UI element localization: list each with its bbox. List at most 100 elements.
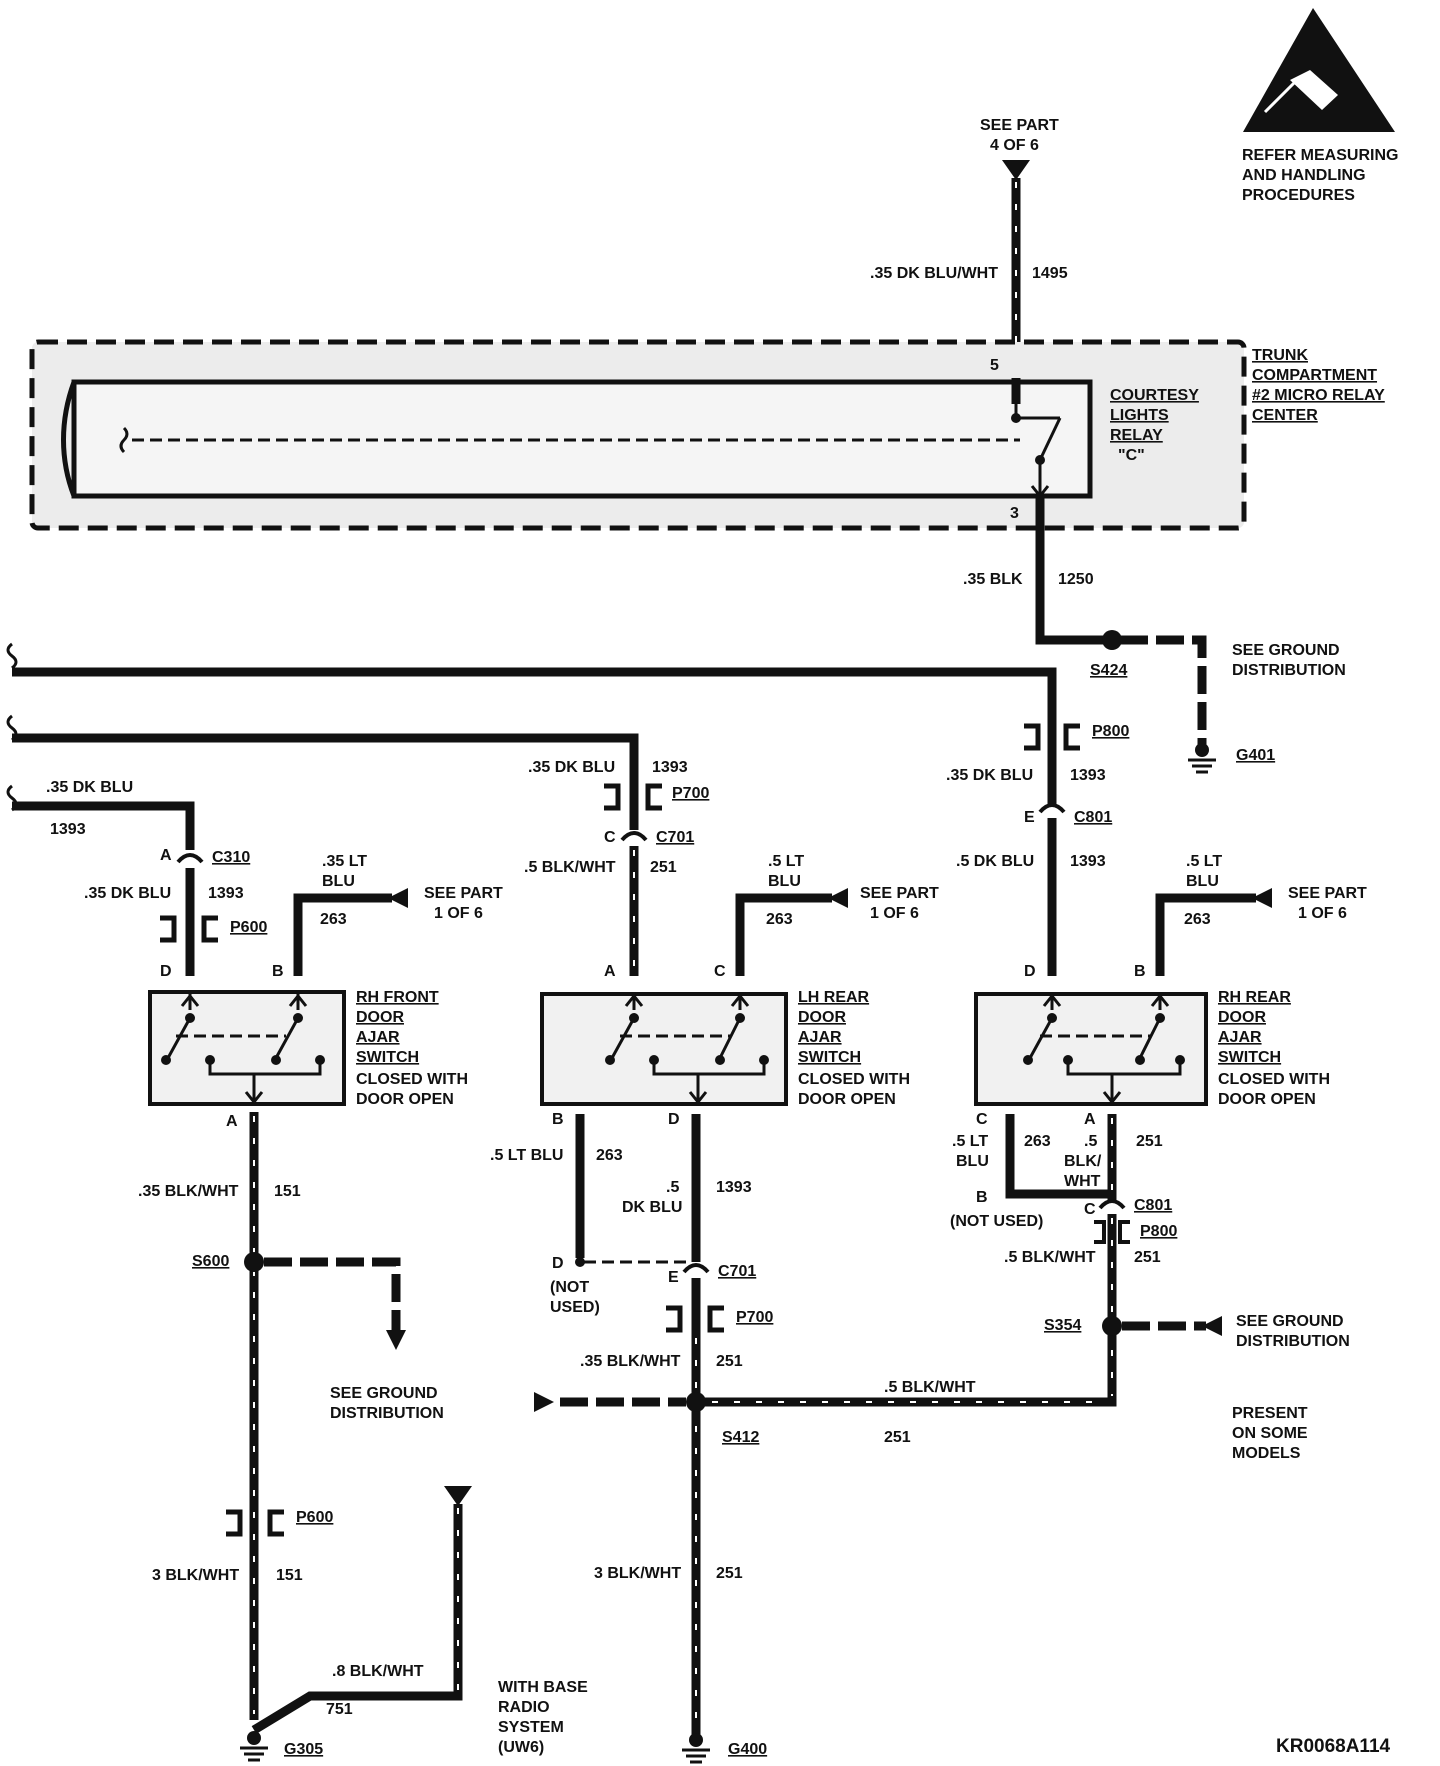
c701-d-pin: D (552, 1255, 564, 1272)
mid-feed-gauge-1: .5 LT (768, 853, 804, 870)
break-mark-icon (6, 642, 18, 670)
present-note-3: MODELS (1232, 1445, 1301, 1462)
radio-note-1: WITH BASE (498, 1679, 588, 1696)
top-see-part-1: SEE PART (980, 117, 1059, 134)
left-see-part-arrow-icon (388, 888, 408, 908)
right-wire-upper-gauge: .35 DK BLU (946, 767, 1033, 784)
rh-rear-title-3: AJAR (1218, 1029, 1262, 1046)
c701-e-label: C701 (718, 1263, 756, 1280)
c701-d-note-1: (NOT (550, 1279, 589, 1296)
esd-note-line-3: PROCEDURES (1242, 187, 1355, 204)
connector-c801-top (1038, 803, 1066, 814)
c310-pin: A (160, 847, 172, 864)
lh-rear-title-2: DOOR (798, 1009, 846, 1026)
lh-rear-title-3: AJAR (798, 1029, 842, 1046)
right-wire-upper-circuit: 1393 (1070, 767, 1106, 784)
right-see-part-2: 1 OF 6 (1298, 905, 1347, 922)
mid-out-left-pin: B (552, 1111, 564, 1128)
radio-note-2: RADIO (498, 1699, 550, 1716)
p700-bottom-label: P700 (736, 1309, 773, 1326)
left-feed-gauge-1: .35 LT (322, 853, 367, 870)
c701-e-pin: E (668, 1269, 679, 1286)
rh-front-note-2: DOOR OPEN (356, 1091, 454, 1108)
mid-see-part-2: 1 OF 6 (870, 905, 919, 922)
mid-out-right-gauge-1: .5 (666, 1179, 679, 1196)
c801-c-pin: C (1084, 1201, 1096, 1218)
mid-out-right-pin: D (668, 1111, 680, 1128)
wire-1250-circuit: 1250 (1058, 571, 1094, 588)
c801-b-note: (NOT USED) (950, 1213, 1043, 1230)
p600-top-label: P600 (230, 919, 267, 936)
wire-1495-gauge: .35 DK BLU/WHT (870, 265, 998, 282)
mid-feed-263 (735, 893, 832, 976)
s354-arrow-icon (1202, 1316, 1222, 1336)
c801-top-pin: E (1024, 809, 1035, 826)
right-out-left-circuit: 263 (1024, 1133, 1051, 1150)
p700-top-label: P700 (672, 785, 709, 802)
mid-out-left-circuit: 263 (596, 1147, 623, 1164)
s412-arrow-icon (534, 1392, 554, 1412)
rh-front-title-3: AJAR (356, 1029, 400, 1046)
mid-wire-251-b-gauge: 3 BLK/WHT (594, 1565, 681, 1582)
mid-wire-top-circuit: 1393 (652, 759, 688, 776)
rh-front-switch-contacts (161, 992, 325, 1105)
left-wire-mid-gauge: .35 DK BLU (84, 885, 171, 902)
relay-title-1: COURTESY (1110, 387, 1199, 404)
mid-wire-mid-circuit: 251 (650, 859, 677, 876)
c801-top-label: C801 (1074, 809, 1112, 826)
right-see-part-1: SEE PART (1288, 885, 1367, 902)
mid-pin-c: C (714, 963, 726, 980)
left-pin-b: B (272, 963, 284, 980)
splice-s424 (1102, 630, 1122, 650)
feed-wire-middle-column (12, 733, 639, 780)
rh-rear-title-2: DOOR (1218, 1009, 1266, 1026)
relay-center-title-4: CENTER (1252, 407, 1318, 424)
right-out-left-gauge-1: .5 LT (952, 1133, 988, 1150)
splice-s412-label: S412 (722, 1429, 759, 1446)
mid-wire-top-gauge: .35 DK BLU (528, 759, 615, 776)
mid-see-part-arrow-icon (828, 888, 848, 908)
rh-front-title-1: RH FRONT (356, 989, 439, 1006)
c801-b-pin: B (976, 1189, 988, 1206)
c310-label: C310 (212, 849, 250, 866)
rh-rear-note-2: DOOR OPEN (1218, 1091, 1316, 1108)
s600-ground-ref-1: SEE GROUND (330, 1385, 438, 1402)
esd-note-line-2: AND HANDLING (1242, 167, 1366, 184)
ground-icon (1188, 743, 1216, 774)
s600-arrow-icon (386, 1330, 406, 1350)
rh-front-title-2: DOOR (356, 1009, 404, 1026)
radio-wire-751 (251, 1504, 463, 1734)
right-wire-251-gauge: .5 BLK/WHT (1004, 1249, 1096, 1266)
ground-ref-1-line-2: DISTRIBUTION (1232, 662, 1346, 679)
left-feed-gauge-2: BLU (322, 873, 355, 890)
mid-pin-a: A (604, 963, 616, 980)
radio-wire-gauge: .8 BLK/WHT (332, 1663, 424, 1680)
p800-bottom-label: P800 (1140, 1223, 1177, 1240)
lh-rear-title-1: LH REAR (798, 989, 870, 1006)
mid-wire-251-a-circuit: 251 (716, 1353, 743, 1370)
relay-title-2: LIGHTS (1110, 407, 1169, 424)
right-pin-b: B (1134, 963, 1146, 980)
splice-s354 (1102, 1316, 1122, 1336)
rh-rear-title-1: RH REAR (1218, 989, 1291, 1006)
right-out-right-gauge-2: BLK/ (1064, 1153, 1102, 1170)
connector-p800-top (1024, 723, 1080, 751)
ground-icon (240, 1731, 268, 1762)
right-out-263 (1005, 1114, 1112, 1199)
p600-bottom-label: P600 (296, 1509, 333, 1526)
relay-center-title-2: COMPARTMENT (1252, 367, 1377, 384)
break-mark-icon (119, 426, 129, 454)
rh-rear-door-ajar-switch (974, 992, 1208, 1106)
left-feed-263 (293, 893, 392, 976)
radio-arrow-icon (444, 1486, 472, 1506)
connector-p600-bottom (226, 1509, 284, 1537)
rh-rear-title-4: SWITCH (1218, 1049, 1281, 1066)
relay-center-title-3: #2 MICRO RELAY (1252, 387, 1385, 404)
left-out-pin: A (226, 1113, 238, 1130)
mid-wire-mid-gauge: .5 BLK/WHT (524, 859, 616, 876)
esd-note-line-1: REFER MEASURING (1242, 147, 1398, 164)
lh-rear-title-4: SWITCH (798, 1049, 861, 1066)
rh-rear-switch-contacts (1023, 993, 1185, 1105)
splice-s354-label: S354 (1044, 1317, 1081, 1334)
connector-c801-bottom (1098, 1199, 1126, 1210)
